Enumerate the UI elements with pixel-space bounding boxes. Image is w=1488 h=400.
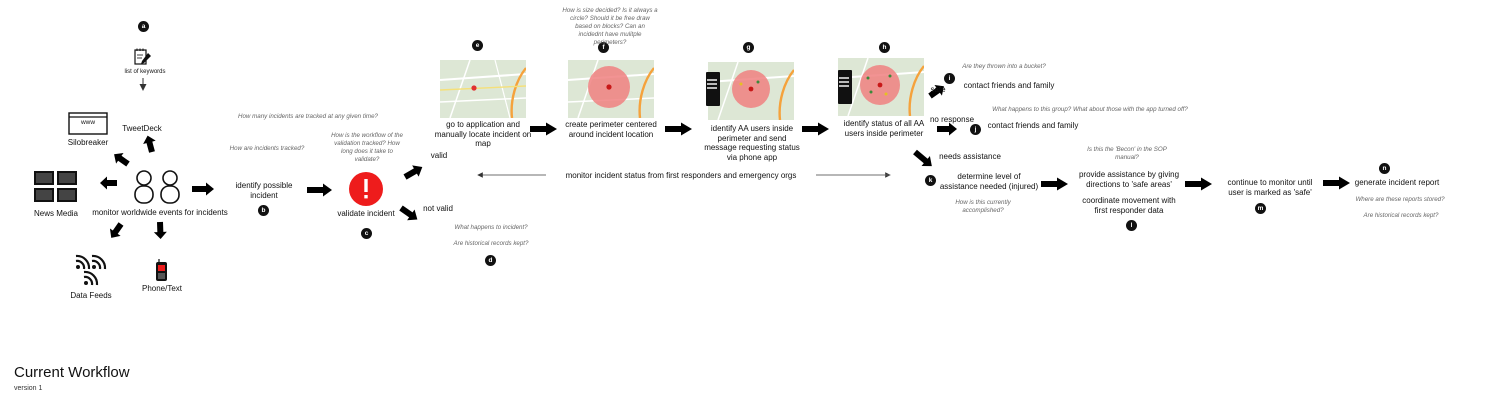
notepad-pencil-icon xyxy=(134,48,151,65)
question-historical-n: Are historical records kept? xyxy=(1363,212,1439,219)
mobile-phone-icon xyxy=(156,259,167,281)
not-valid-label: not valid xyxy=(423,204,453,213)
arrow-to-create-perimeter xyxy=(530,122,557,136)
question-size: How is size decided? Is it always a circ… xyxy=(562,7,658,47)
arrow-to-silobreaker xyxy=(114,152,130,167)
arrow-to-data-feeds xyxy=(109,222,124,238)
news-media-label: News Media xyxy=(33,209,78,218)
phone-app-mockup-h xyxy=(838,70,852,104)
badge-h: h xyxy=(879,42,890,53)
alert-exclamation-icon xyxy=(349,172,383,206)
arrow-to-safe xyxy=(928,84,944,99)
rss-feed-icon xyxy=(75,254,107,286)
identify-incident-label: identify possible incident xyxy=(235,181,293,200)
badge-f: f xyxy=(598,42,609,53)
arrow-to-validate xyxy=(307,183,332,197)
two-people-icon xyxy=(134,170,180,204)
arrow-to-generate-report xyxy=(1323,176,1350,190)
badge-k: k xyxy=(925,175,936,186)
phone-text-label: Phone/Text xyxy=(141,284,183,293)
silobreaker-label: Silobreaker xyxy=(67,138,109,147)
question-tracked-count: How many incidents are tracked at any gi… xyxy=(238,113,378,120)
badge-b: b xyxy=(258,205,269,216)
phone-app-mockup-g xyxy=(706,72,720,106)
go-to-app-label: go to application and manually locate in… xyxy=(434,120,532,149)
question-bucket: Are they thrown into a bucket? xyxy=(962,63,1046,70)
badge-j: j xyxy=(970,124,981,135)
generate-report-label: generate incident report xyxy=(1354,178,1440,187)
arrow-to-tweetdeck xyxy=(143,135,156,153)
coordinate-label: coordinate movement with first responder… xyxy=(1082,196,1176,215)
arrow-to-continue-monitor xyxy=(1185,177,1212,191)
keywords-label: list of keywords xyxy=(124,69,166,75)
tweetdeck-label: TweetDeck xyxy=(122,124,162,133)
badge-i: i xyxy=(944,73,955,84)
arrow-to-needs-assistance xyxy=(913,149,932,167)
monitor-label: monitor worldwide events for incidents xyxy=(92,208,228,217)
question-what-happens: What happens to incident? xyxy=(454,224,528,231)
determine-level-label: determine level of assistance needed (in… xyxy=(939,172,1039,191)
create-perimeter-label: create perimeter centered around inciden… xyxy=(565,120,657,139)
arrow-to-news-media xyxy=(100,176,117,190)
question-historical-d: Are historical records kept? xyxy=(453,240,529,247)
arrow-to-not-valid xyxy=(399,205,418,221)
arrow-to-valid xyxy=(403,165,423,180)
data-feeds-label: Data Feeds xyxy=(70,291,112,300)
monitor-status-label: monitor incident status from first respo… xyxy=(546,171,816,181)
map-perimeter xyxy=(568,60,654,118)
map-locate xyxy=(440,60,526,118)
arrow-to-identify-users xyxy=(665,122,692,136)
question-becon: Is this the 'Becon' in the SOP manual? xyxy=(1087,146,1167,162)
question-stored: Where are these reports stored? xyxy=(1355,196,1445,203)
needs-assistance-label: needs assistance xyxy=(939,152,1001,161)
no-response-label: no response xyxy=(929,115,975,124)
map-users xyxy=(708,62,794,120)
www-label: www xyxy=(80,119,96,126)
identify-status-label: identify status of all AA users inside p… xyxy=(843,119,925,138)
continue-monitor-label: continue to monitor until user is marked… xyxy=(1227,178,1313,197)
version-label: version 1 xyxy=(14,385,43,392)
arrow-to-no-response xyxy=(937,122,957,136)
question-accomplished: How is this currently accomplished? xyxy=(955,199,1011,215)
contact-friends-label-2: contact friends and family xyxy=(987,121,1079,130)
browser-window-icon xyxy=(68,112,108,135)
badge-m: m xyxy=(1255,203,1266,214)
contact-friends-label-1: contact friends and family xyxy=(963,81,1055,90)
validate-incident-label: validate incident xyxy=(337,209,395,218)
badge-g: g xyxy=(743,42,754,53)
badge-c: c xyxy=(361,228,372,239)
question-how-tracked: How are incidents tracked? xyxy=(229,145,305,152)
arrow-to-phone xyxy=(153,221,167,239)
arrow-to-provide-assistance xyxy=(1041,177,1068,191)
safe-label: safe xyxy=(930,85,946,94)
question-validation: How is the workflow of the validation tr… xyxy=(331,132,403,164)
badge-l: l xyxy=(1126,220,1137,231)
valid-label: valid xyxy=(430,151,448,160)
question-group: What happens to this group? What about t… xyxy=(992,106,1188,113)
arrow-to-identify-status xyxy=(802,122,829,136)
arrow-to-identify xyxy=(192,182,214,196)
badge-a: a xyxy=(138,21,149,32)
badge-e: e xyxy=(472,40,483,51)
badge-d: d xyxy=(485,255,496,266)
provide-assistance-label: provide assistance by giving directions … xyxy=(1078,170,1180,189)
page-title: Current Workflow xyxy=(14,364,130,381)
identify-users-label: identify AA users inside perimeter and s… xyxy=(704,124,800,162)
monitor-grid-icon xyxy=(34,171,77,202)
map-status xyxy=(838,58,924,116)
badge-n: n xyxy=(1379,163,1390,174)
